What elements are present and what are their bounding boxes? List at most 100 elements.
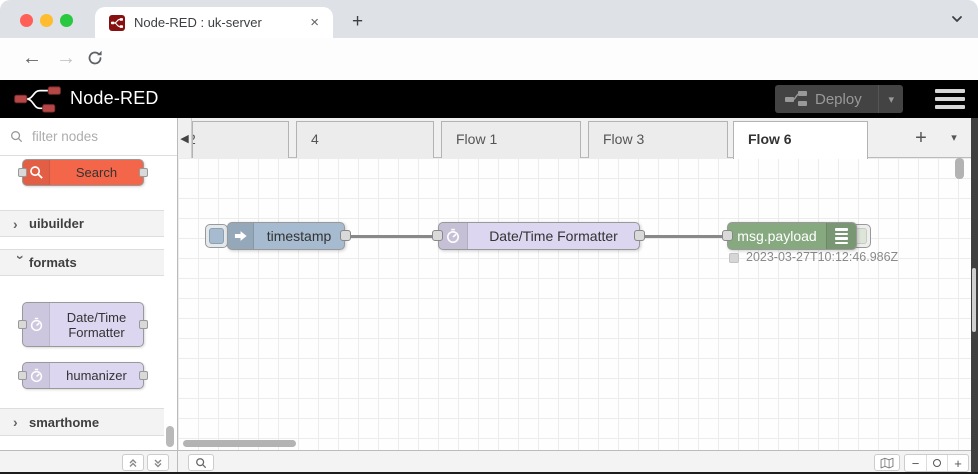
tab-scroll-left-button[interactable]: ◀ [178,118,192,158]
node-status-text: 2023-03-27T10:12:46.986Z [746,250,899,264]
node-label: Date/Time Formatter [489,228,618,244]
tab-close-icon[interactable]: × [310,14,319,31]
expand-categories-button[interactable] [147,454,169,471]
node-output-port [139,371,148,380]
datetime-formatter-node[interactable]: Date/Time Formatter [438,222,640,250]
reload-button[interactable] [86,49,104,67]
add-flow-button[interactable]: + [915,127,927,149]
palette-node-humanizer[interactable]: humanizer [18,362,148,389]
app-title: Node-RED [70,88,159,108]
zoom-out-button[interactable]: − [911,455,920,471]
debug-list-icon [835,226,848,246]
deploy-separator [878,85,880,113]
chevron-right-icon: › [13,414,18,430]
main-menu-icon[interactable] [935,89,965,113]
node-label: msg.payload [737,228,817,244]
tab-title: Node-RED : uk-server [134,15,262,30]
node-red-favicon [109,14,125,31]
navigator-button[interactable] [874,454,900,471]
chevron-double-up-icon [129,458,137,467]
formatter-input-port[interactable] [432,230,443,241]
node-status-indicator [729,253,739,263]
deploy-icon [785,91,807,106]
wire [345,235,442,238]
node-palette: Search › uibuilder › formats [0,118,178,450]
node-output-port [139,320,148,329]
node-input-port [18,320,27,329]
browser-tab[interactable]: Node-RED : uk-server × [95,7,333,38]
flow-tab-2[interactable]: 2 [192,121,289,158]
sidebar-scrollbar[interactable] [972,268,976,332]
window-bottom-edge [0,472,978,474]
palette-category-uibuilder[interactable]: › uibuilder [0,210,164,237]
inject-trigger-button[interactable] [205,224,228,248]
magnifier-icon [29,166,43,179]
inject-output-port[interactable] [340,230,351,241]
timer-icon [447,228,459,243]
flow-canvas[interactable]: timestamp Date/Time Formatter [178,158,978,450]
deploy-options-caret[interactable]: ▾ [888,93,894,106]
inject-node-timestamp[interactable]: timestamp [227,222,345,250]
node-output-port [139,168,148,177]
zoom-reset-icon [933,459,941,467]
formatter-output-port[interactable] [634,230,645,241]
search-node-icon-region [23,160,50,185]
zoom-in-button[interactable]: + [947,455,968,471]
flow-tabbar: ◀ 2 4 Flow 1 Flow 3 Flow 6 + ▾ [178,118,978,159]
chevron-double-down-icon [154,459,162,467]
node-label: Search [75,165,118,180]
palette-footer [0,451,178,474]
browser-toolbar: ← → Not Secure uk-server:2718/#flow/cd14… [0,38,978,113]
deploy-label: Deploy [815,90,862,108]
debug-node-msg-payload[interactable]: msg.payload [727,222,857,250]
timer-node-icon-region [23,363,50,388]
palette-scroll-area: Search › uibuilder › formats [0,156,177,450]
timer-node-icon-region [23,303,50,346]
titlebar: Node-RED : uk-server × + [0,0,978,38]
magnifier-icon [196,457,207,468]
zoom-reset-button[interactable] [926,455,947,471]
minimize-window-button[interactable] [40,14,53,27]
palette-scrollbar[interactable] [166,426,174,447]
new-tab-button[interactable]: + [352,11,364,32]
chevron-right-icon: › [13,215,18,232]
flow-tab-4[interactable]: 4 [296,121,434,158]
inject-arrow-icon [234,231,247,241]
palette-node-search[interactable]: Search [18,159,148,186]
editor-footer: − + [0,450,978,474]
close-window-button[interactable] [20,14,33,27]
zoom-controls: − + [904,454,969,472]
canvas-view-controls: − + [874,454,969,472]
flow-tab-flow1[interactable]: Flow 1 [441,121,581,158]
fullscreen-window-button[interactable] [60,14,73,27]
chevron-down-icon: › [13,254,29,260]
canvas-horizontal-scrollbar[interactable] [183,440,296,447]
search-flows-button[interactable] [188,454,214,471]
debug-input-port[interactable] [722,230,733,241]
flow-list-caret[interactable]: ▾ [951,132,957,144]
palette-filter-row [0,118,177,156]
palette-category-formats[interactable]: › formats [0,249,164,276]
inject-icon-region [228,223,254,249]
flow-tab-flow6-active[interactable]: Flow 6 [733,121,868,159]
back-button[interactable]: ← [22,47,42,69]
palette-node-datetime-formatter[interactable]: Date/Time Formatter [18,302,148,347]
node-red-header: Node-RED Deploy ▾ [0,80,978,118]
collapse-categories-button[interactable] [122,454,144,471]
palette-category-smarthome[interactable]: › smarthome [0,408,164,436]
node-red-logo [14,86,61,113]
deploy-button[interactable]: Deploy ▾ [775,85,903,113]
right-sidebar-edge[interactable] [971,118,978,474]
tab-search-chevron-icon[interactable] [950,13,964,25]
workspace: ◀ 2 4 Flow 1 Flow 3 Flow 6 + ▾ [178,118,978,450]
flow-tab-flow3[interactable]: Flow 3 [588,121,728,158]
timer-icon-region [439,223,468,249]
map-icon [880,457,894,468]
forward-button[interactable]: → [56,47,76,69]
node-label: humanizer [66,368,127,383]
editor-main: Search › uibuilder › formats [0,118,978,474]
debug-icon-region [826,223,856,249]
filter-nodes-input[interactable] [30,128,160,145]
canvas-vertical-scrollbar[interactable] [955,158,964,179]
